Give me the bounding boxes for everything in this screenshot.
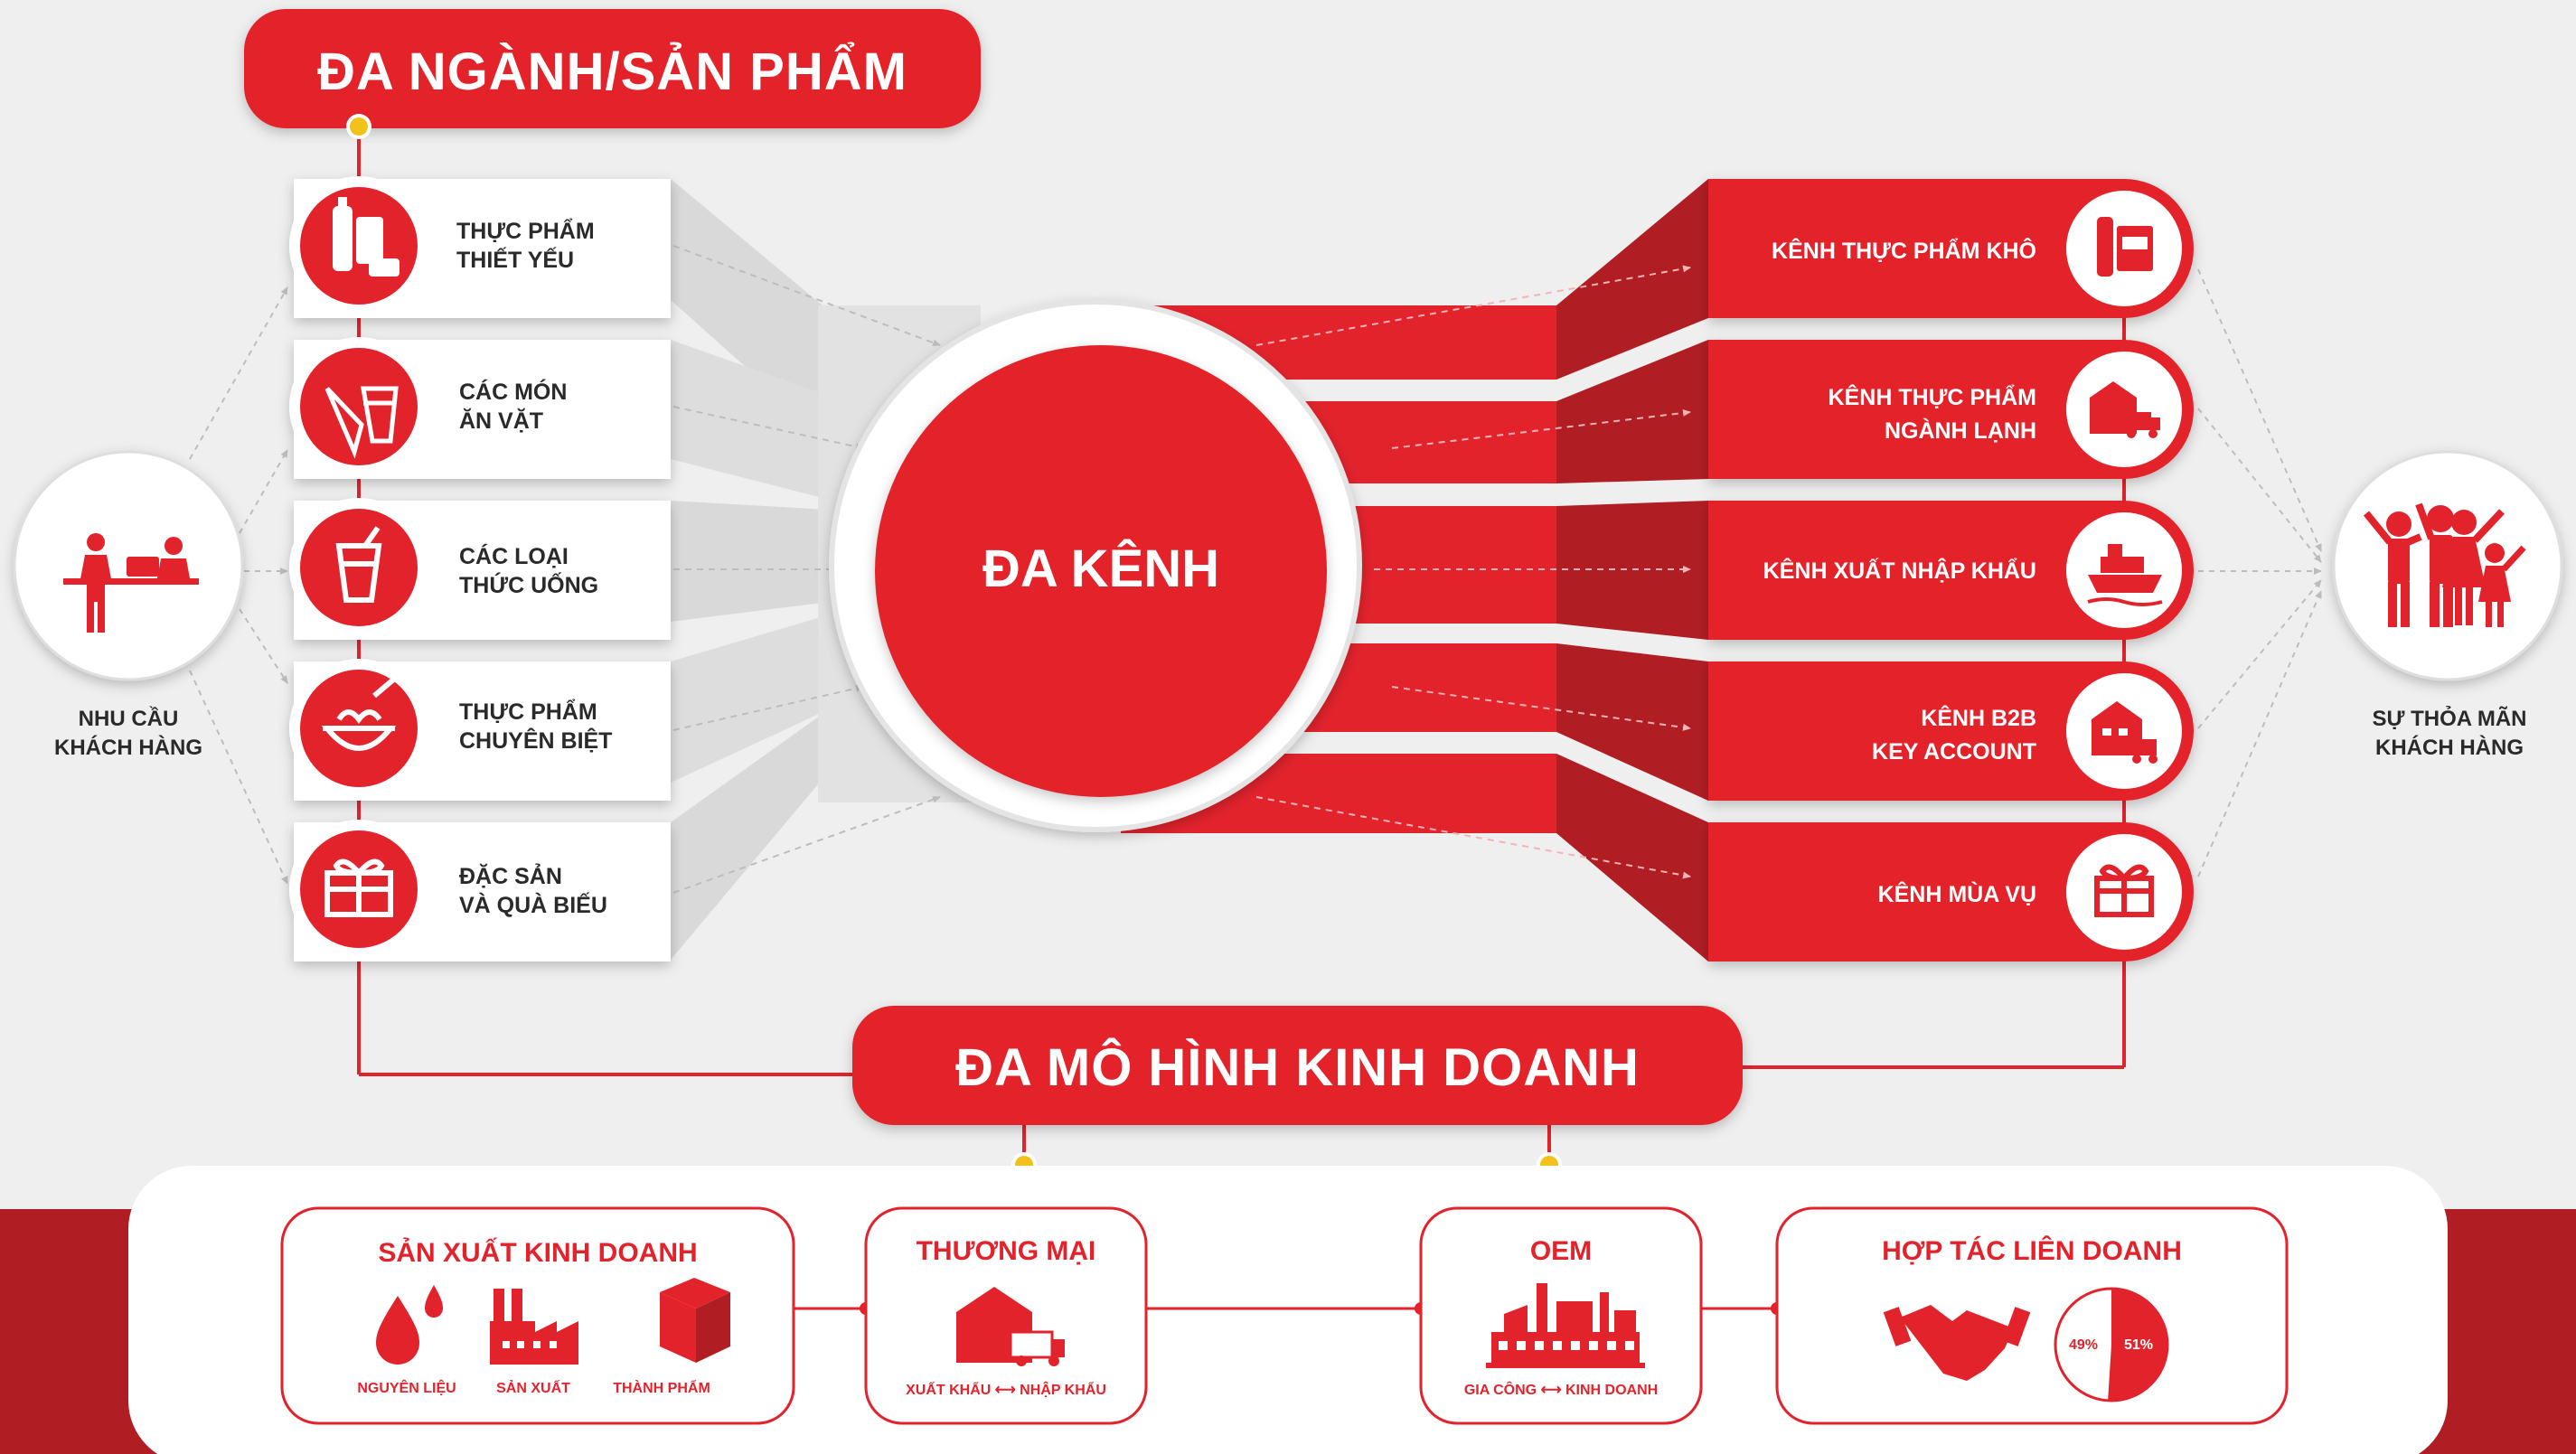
gift-box-icon bbox=[324, 858, 393, 917]
caption-production: SẢN XUẤT bbox=[496, 1381, 570, 1396]
top-banner-title: ĐA NGÀNH/SẢN PHẨM bbox=[317, 42, 907, 101]
product-box-icon bbox=[660, 1278, 730, 1363]
channel-label-cold-food: KÊNH THỰC PHẨM NGÀNH LẠNH bbox=[1828, 385, 2036, 444]
pie-slice-51 bbox=[2108, 1289, 2167, 1401]
handshake-icon bbox=[1883, 1305, 2031, 1381]
category-label-snacks: CÁC MÓN ĂN VẶT bbox=[459, 380, 568, 434]
channel-flow-arrows bbox=[1255, 265, 1691, 879]
right-customer-label: SỰ THỎA MÃN KHÁCH HÀNG bbox=[2372, 707, 2527, 760]
category-label-essential-food: THỰC PHẨM THIẾT YẾU bbox=[456, 219, 595, 273]
model-title-joint-venture: HỢP TÁC LIÊN DOANH bbox=[1882, 1236, 2182, 1266]
gift-icon bbox=[2094, 864, 2154, 917]
dry-food-icon bbox=[2097, 217, 2153, 277]
joint-venture-pie bbox=[2054, 1287, 2169, 1402]
bottle-and-snacks-icon bbox=[333, 197, 400, 277]
model-title-oem: OEM bbox=[1529, 1236, 1593, 1266]
banners bbox=[244, 9, 1743, 1125]
channel-label-import-export: KÊNH XUẤT NHẬP KHẨU bbox=[1763, 558, 2036, 584]
model-title-trade: THƯƠNG MẠI bbox=[916, 1236, 1096, 1266]
drink-cup-icon bbox=[335, 526, 382, 603]
center-circle bbox=[829, 299, 1362, 832]
center-label: ĐA KÊNH bbox=[982, 539, 1220, 598]
caption-finished-product: THÀNH PHẨM bbox=[613, 1381, 710, 1396]
warehouse-truck-trade-icon bbox=[956, 1287, 1065, 1366]
raw-material-drop-icon bbox=[376, 1285, 443, 1365]
noodle-bowl-icon bbox=[321, 673, 400, 751]
channel-label-b2b: KÊNH B2B KEY ACCOUNT bbox=[1872, 706, 2036, 765]
channel-label-seasonal: KÊNH MÙA VỤ bbox=[1877, 882, 2036, 907]
category-label-special-food: THỰC PHẨM CHUYÊN BIỆT bbox=[459, 699, 613, 754]
caption-export-import: XUẤT KHẨU ⟷ NHẬP KHẨU bbox=[906, 1383, 1106, 1398]
customer-connectors bbox=[189, 268, 2322, 885]
category-label-drinks: CÁC LOẠI THỨC UỐNG bbox=[459, 544, 599, 598]
caption-raw-material: NGUYÊN LIỆU bbox=[357, 1381, 456, 1396]
caption-processing-business: GIA CÔNG ⟷ KINH DOANH bbox=[1463, 1383, 1659, 1398]
cargo-ship-icon bbox=[2087, 544, 2163, 606]
bottom-banner-title: ĐA MÔ HÌNH KINH DOANH bbox=[955, 1038, 1640, 1097]
pie-label-51: 51% bbox=[2123, 1337, 2154, 1353]
happy-family-icon bbox=[2363, 502, 2526, 627]
category-label-specialties-gifts: ĐẶC SẢN VÀ QUÀ BIẾU bbox=[459, 864, 607, 918]
oem-factory-icon bbox=[1486, 1283, 1645, 1368]
pie-label-49: 49% bbox=[2068, 1337, 2099, 1353]
product-flow-arrows bbox=[672, 245, 941, 894]
shopper-icon bbox=[63, 533, 199, 633]
cold-storage-truck-icon bbox=[2090, 381, 2160, 438]
factory-icon bbox=[490, 1289, 578, 1365]
ice-cream-and-snack-cup-icon bbox=[324, 386, 399, 459]
warehouse-truck-icon bbox=[2092, 701, 2158, 764]
channel-label-dry-food: KÊNH THỰC PHẨM KHÔ bbox=[1772, 239, 2036, 264]
model-title-production: SẢN XUẤT KINH DOANH bbox=[378, 1238, 698, 1268]
left-customer-label: NHU CẦU KHÁCH HÀNG bbox=[54, 707, 202, 760]
